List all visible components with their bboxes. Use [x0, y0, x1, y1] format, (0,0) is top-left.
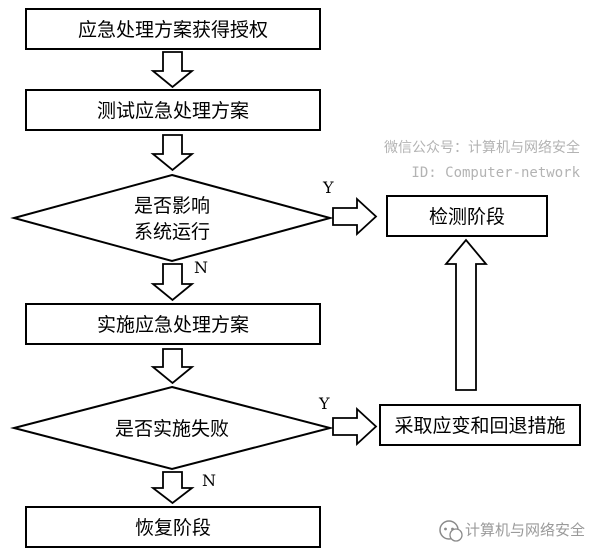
edge-label-no-1: N — [194, 258, 208, 277]
node-test-label: 测试应急处理方案 — [97, 100, 249, 122]
flow-arrow-no-2 — [150, 471, 195, 505]
flow-arrow-2 — [150, 134, 195, 172]
node-recover-box — [25, 506, 321, 548]
node-implement-label: 实施应急处理方案 — [97, 314, 249, 336]
edge-label-no-2: N — [202, 471, 216, 490]
wechat-logo-icon — [439, 520, 463, 542]
flow-arrow-up-to-detect — [444, 238, 488, 391]
decision-failure-label: 是否实施失败 — [115, 418, 229, 440]
node-authorize-label: 应急处理方案获得授权 — [78, 19, 268, 41]
watermark-logo-text: 计算机与网络安全 — [465, 521, 585, 539]
edge-label-yes-2: Y — [318, 394, 330, 413]
decision-failure-diamond — [10, 385, 334, 471]
node-test-box — [25, 89, 321, 131]
node-detect-label: 检测阶段 — [429, 206, 505, 228]
node-detect-box — [386, 195, 548, 237]
flow-arrow-no-1 — [150, 263, 195, 302]
decision-affect-system-diamond — [10, 173, 334, 263]
flow-arrow-yes-1 — [332, 196, 378, 237]
edge-label-yes-1: Y — [322, 178, 334, 197]
flow-arrow-1 — [150, 51, 195, 89]
node-recover-label: 恢复阶段 — [135, 517, 211, 539]
flow-arrow-3 — [150, 348, 195, 385]
node-fallback-box — [379, 404, 581, 446]
watermark-line2: ID: Computer-network — [411, 165, 580, 181]
flow-arrow-yes-2 — [332, 406, 378, 447]
node-fallback-label: 采取应变和回退措施 — [394, 415, 565, 437]
node-authorize-box — [25, 8, 321, 50]
decision-affect-system-line2: 系统运行 — [134, 221, 210, 243]
node-implement-box — [25, 303, 321, 345]
watermark-line1: 微信公众号：计算机与网络安全 — [384, 139, 580, 156]
decision-affect-system-line1: 是否影响 — [134, 195, 210, 217]
